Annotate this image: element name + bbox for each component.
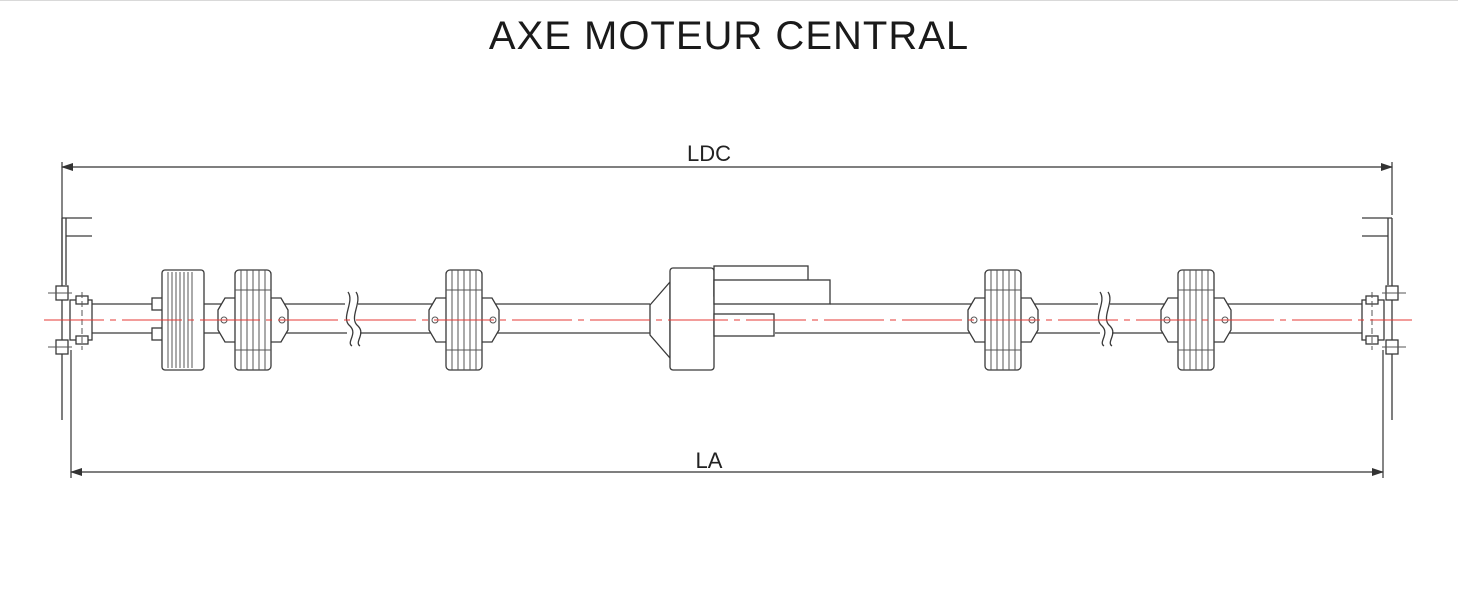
la-dimension — [70, 350, 1384, 478]
break-mark-right — [1097, 291, 1114, 347]
ldc-label: LDC — [686, 141, 732, 166]
ldc-dimension — [61, 162, 1393, 280]
right-bracket — [1361, 217, 1406, 420]
top-border — [0, 0, 1458, 1]
drawing-title: AXE MOTEUR CENTRAL — [488, 14, 970, 58]
break-mark-left — [345, 291, 362, 347]
la-label: LA — [695, 448, 723, 473]
central-motor — [649, 265, 831, 371]
left-bracket — [48, 217, 93, 420]
